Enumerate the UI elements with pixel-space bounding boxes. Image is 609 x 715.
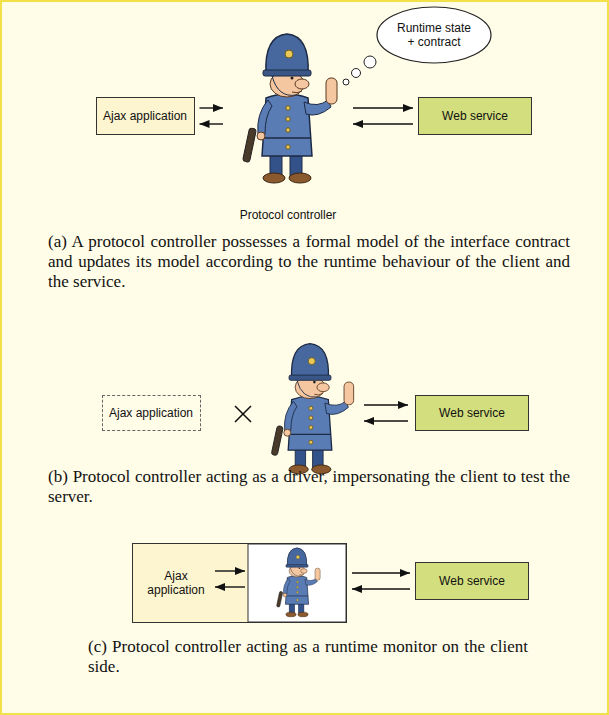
policeman-figure [243,34,337,183]
thought-dot [343,79,349,85]
node-text: Web service [439,574,505,588]
service-box: Web service [415,395,529,431]
node-text: Runtime state + contract [394,21,474,49]
message-arrow [353,107,413,108]
service-box: Web service [415,562,529,600]
thought-dot [352,69,361,78]
policeman-figure [271,344,353,474]
node-text: Ajax application [109,406,193,420]
node-text: Web service [439,406,505,420]
cross-mark [235,406,251,422]
absent-client-box: Ajax application [102,395,201,431]
client-box: Ajax application [96,97,195,135]
thought-bubble: Runtime state + contract [376,6,492,64]
node-text: Protocol controller [240,208,337,222]
thought-dot [364,56,376,68]
message-arrow [352,588,410,589]
message-arrow [364,405,408,421]
message-arrow [352,572,410,573]
client-box: Ajax application [132,543,347,623]
message-arrow [200,107,224,108]
figure-caption: (a) A protocol controller possesses a fo… [48,232,570,292]
figure-caption: (c) Protocol controller acting as a runt… [88,637,528,677]
controller-figure: Protocol controller [228,30,348,224]
node-text: Ajax application [103,109,187,123]
node-text: Ajax application [139,544,213,622]
figure-caption: (b) Protocol controller acting as a driv… [48,467,570,507]
message-arrow [353,123,413,124]
message-arrow [200,123,224,124]
service-box: Web service [418,97,532,135]
node-text: Web service [442,109,508,123]
